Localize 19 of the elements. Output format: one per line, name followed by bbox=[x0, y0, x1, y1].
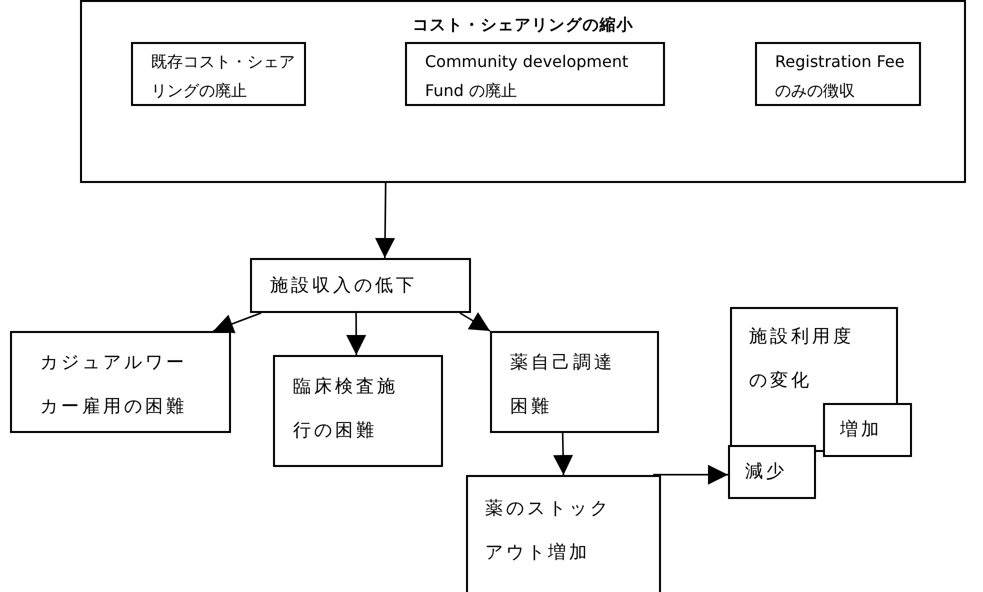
arrow bbox=[653, 464, 728, 485]
process-box: Community development Fund の廃止 bbox=[405, 42, 665, 106]
arrow bbox=[346, 313, 366, 355]
process-box: カジュアルワーカー雇用の困難 bbox=[10, 331, 231, 433]
process-box: 薬自己調達困難 bbox=[490, 331, 659, 433]
process-box: 施設利用度の変化 bbox=[730, 307, 898, 404]
process-box: Registration Fee のみの徴収 bbox=[755, 42, 921, 106]
group-box bbox=[80, 0, 966, 183]
value-box: 増加 bbox=[823, 403, 912, 457]
arrow bbox=[460, 312, 490, 332]
process-box: 臨床検査施行の困難 bbox=[273, 355, 443, 467]
arrow bbox=[375, 183, 396, 258]
process-box: 既存コスト・シェアリングの廃止 bbox=[131, 42, 306, 106]
process-box: 施設収入の低下 bbox=[250, 258, 471, 313]
process-box: 薬のストックアウト増加 bbox=[466, 475, 661, 592]
group-title: コスト・シェアリングの縮小 bbox=[412, 14, 634, 36]
arrow bbox=[213, 312, 262, 334]
arrow bbox=[553, 432, 574, 476]
value-box: 減少 bbox=[728, 445, 816, 499]
